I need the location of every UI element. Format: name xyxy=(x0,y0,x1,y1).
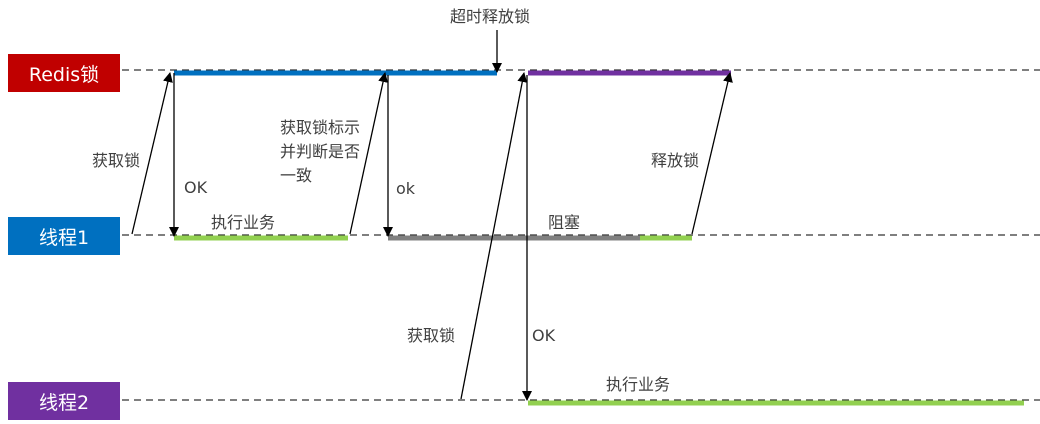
t1-check-label-line3: 一致 xyxy=(280,166,312,185)
redis-lock-lane-label: Redis锁 xyxy=(8,54,120,92)
t1-acquire-arrow xyxy=(131,72,173,235)
t1-release-label: 释放锁 xyxy=(651,151,699,170)
t2-business-label: 执行业务 xyxy=(606,375,670,394)
t2-acquire-label: 获取锁 xyxy=(407,326,455,345)
t1-ok2-label: ok xyxy=(396,179,416,198)
t1-blocked-label: 阻塞 xyxy=(548,213,580,232)
t1-release-arrow xyxy=(691,72,733,235)
t1-check-arrow xyxy=(349,72,388,235)
t2-ok-label: OK xyxy=(532,326,556,345)
thread2-lane-label: 线程2 xyxy=(8,382,120,420)
thread1-lane-label: 线程1 xyxy=(8,217,120,255)
t1-acquire-label: 获取锁 xyxy=(92,151,140,170)
t1-business-label: 执行业务 xyxy=(211,213,275,232)
t1-check-label-line2: 并判断是否 xyxy=(280,142,360,161)
t1-ok-label: OK xyxy=(184,178,208,197)
t2-acquire-arrow xyxy=(460,72,528,400)
t1-check-label-line1: 获取锁标示 xyxy=(280,118,360,137)
timeout-release-label: 超时释放锁 xyxy=(450,7,530,26)
